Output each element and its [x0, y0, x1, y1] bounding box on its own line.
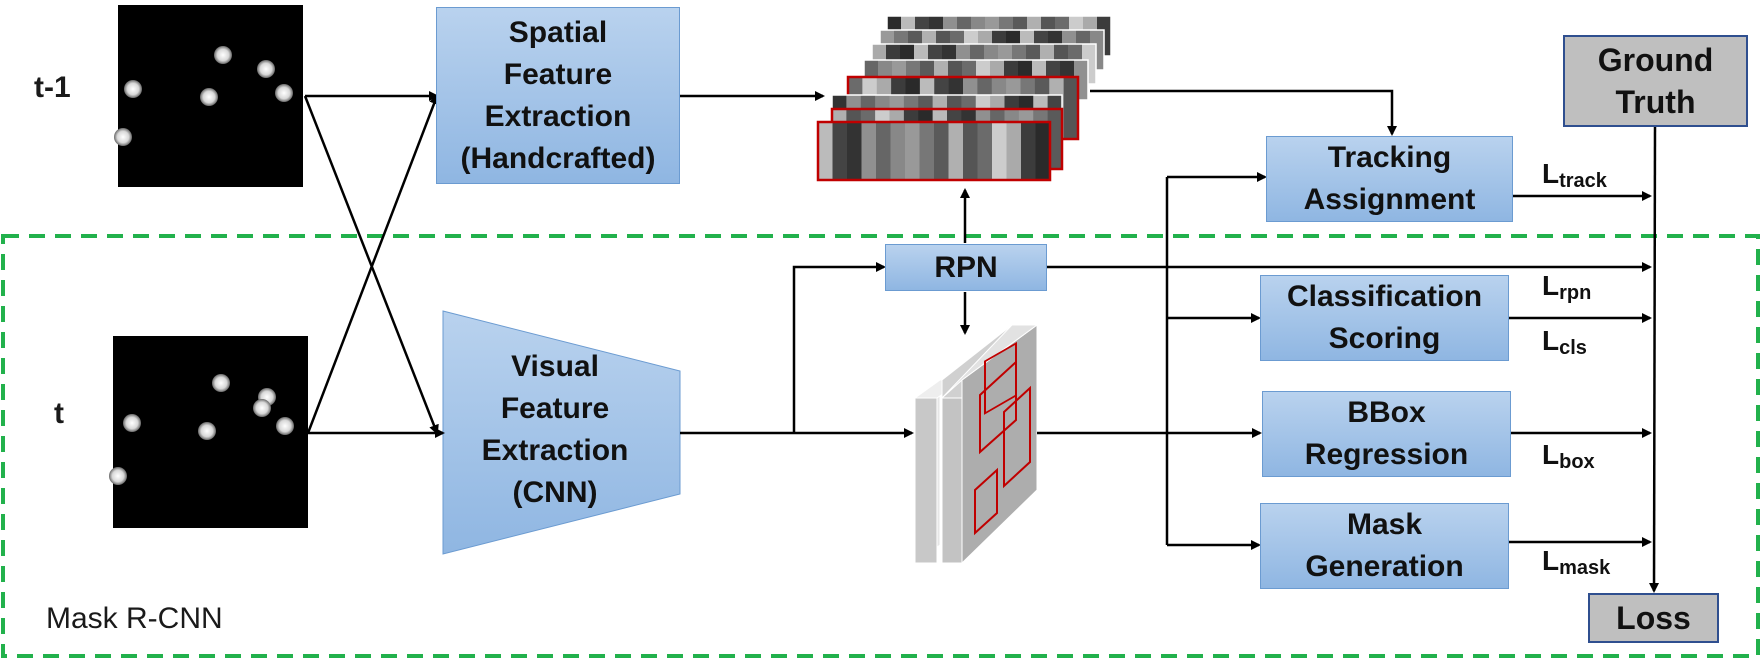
spatial-feature-stack [816, 15, 1112, 182]
loss-cls-label: Lcls [1542, 325, 1587, 359]
loss-mask-label: Lmask [1542, 545, 1611, 579]
label-t: t [54, 397, 64, 430]
loss-rpn-label: Lrpn [1542, 270, 1592, 304]
loss-track-label: Ltrack [1542, 158, 1607, 192]
mask-rcnn-region-label: Mask R-CNN [46, 602, 223, 635]
label-t-minus-1: t-1 [34, 71, 71, 104]
bbox-regression-box: BBox Regression [1262, 391, 1511, 477]
frame-t-minus-1-image [114, 5, 303, 187]
mask-generation-box: Mask Generation [1260, 503, 1509, 589]
loss-box: Loss [1588, 593, 1719, 643]
loss-box-label: Lbox [1542, 439, 1595, 473]
feature-map-block [913, 323, 1039, 565]
tracking-assignment-box: Tracking Assignment [1266, 136, 1513, 222]
mask-rcnn-region [1, 234, 1760, 658]
ground-truth-box: Ground Truth [1563, 35, 1748, 127]
visual-feature-extraction-label: Visual Feature Extraction (CNN) [481, 350, 629, 509]
rpn-box: RPN [885, 244, 1047, 291]
visual-feature-trapezoid [442, 310, 681, 555]
frame-t-image [109, 336, 308, 528]
spatial-feature-extraction-box: Spatial Feature Extraction (Handcrafted) [436, 7, 680, 184]
classification-scoring-box: Classification Scoring [1260, 275, 1509, 361]
